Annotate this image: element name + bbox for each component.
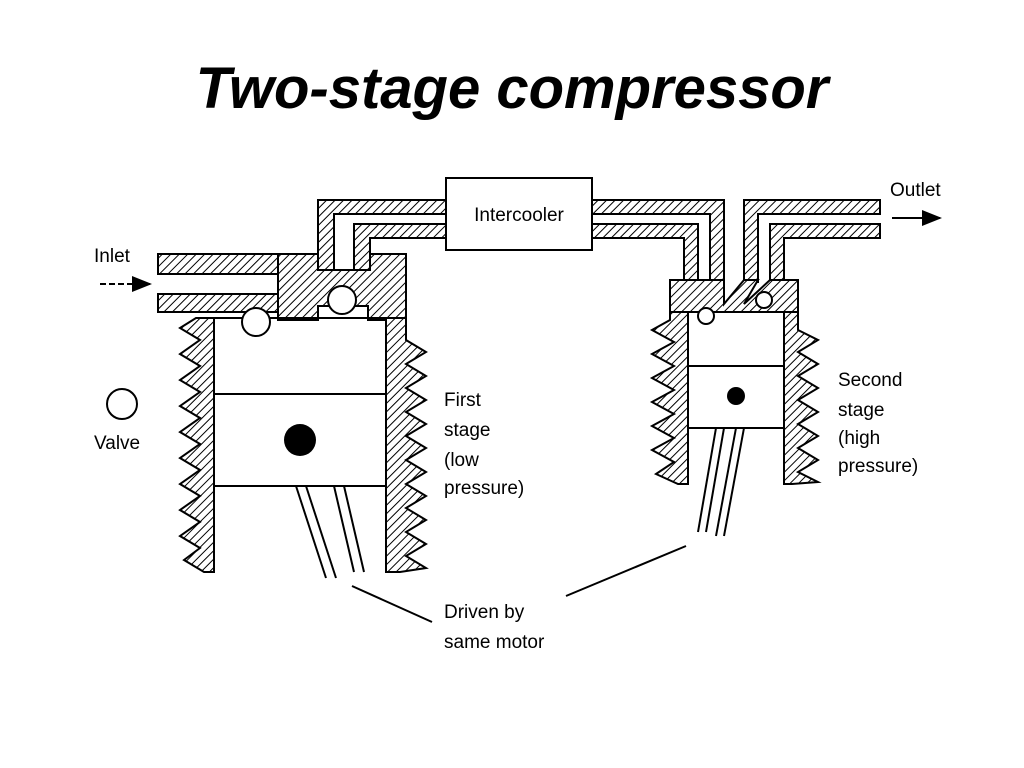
driven-by-label-line-1: Driven by — [444, 602, 525, 623]
second-stage-label-line-1: Second — [838, 370, 902, 391]
second-stage-cylinder — [649, 279, 822, 537]
outlet-pipe — [743, 199, 881, 283]
first-stage-cylinder — [157, 253, 429, 579]
slide-title: Two-stage compressor — [195, 56, 829, 121]
pipe-to-second-stage — [591, 199, 725, 283]
second-stage-inlet-valve — [697, 307, 715, 325]
first-stage-label-line-2: stage — [444, 420, 490, 441]
first-stage-outlet-valve — [327, 285, 357, 315]
second-stage-outlet-valve — [755, 291, 773, 309]
second-stage-wrist-pin — [727, 387, 745, 405]
second-stage-label-line-4: pressure) — [838, 456, 918, 477]
valve-label: Valve — [94, 433, 140, 454]
driven-by-label-line-2: same motor — [444, 632, 545, 653]
second-stage-label-line-2: stage — [838, 400, 884, 421]
second-stage-label-line-3: (high — [838, 428, 880, 449]
first-stage-label-line-3: (low — [444, 450, 479, 471]
intercooler-label: Intercooler — [474, 205, 564, 226]
leader-line-second-rod — [565, 545, 687, 597]
leader-line-first-rod — [351, 585, 433, 623]
inlet-label: Inlet — [94, 246, 131, 267]
outlet-label: Outlet — [890, 180, 941, 201]
first-stage-label-line-1: First — [444, 390, 482, 411]
first-stage-label-line-4: pressure) — [444, 478, 524, 499]
valve-legend-icon — [106, 388, 138, 420]
first-stage-inlet-valve — [241, 307, 271, 337]
intercooler — [445, 177, 593, 251]
first-stage-wrist-pin — [284, 424, 316, 456]
